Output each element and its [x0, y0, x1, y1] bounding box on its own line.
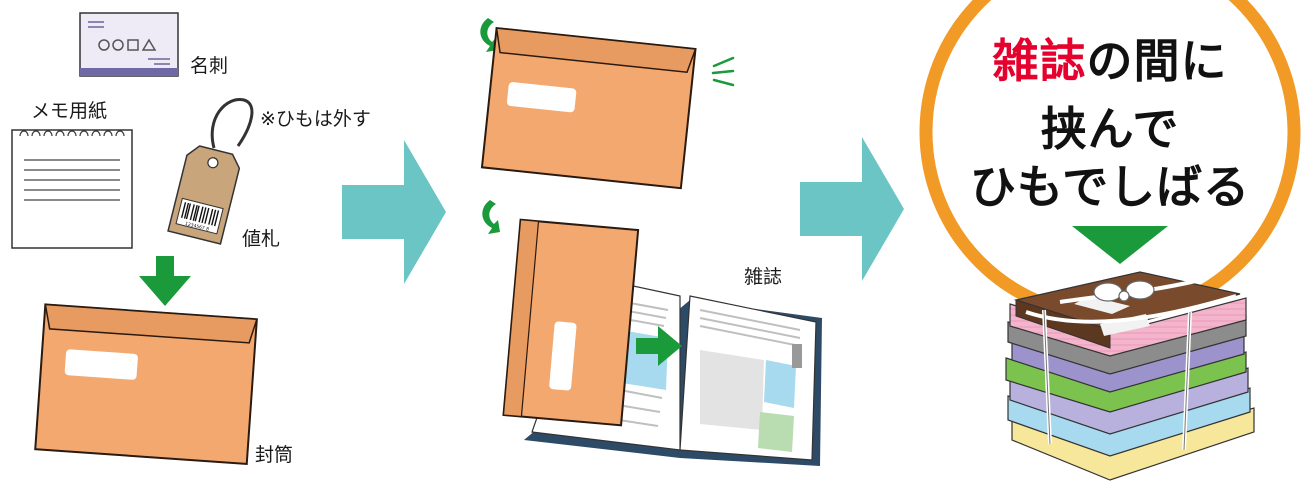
- label-remove-string-note: ※ひもは外す: [260, 110, 371, 129]
- magazine-stack-icon: [1006, 272, 1254, 480]
- envelope-flipped-icon: [482, 28, 696, 188]
- flow-arrow-1-icon: [342, 140, 446, 284]
- headline-line-2: 挟んで: [960, 106, 1260, 152]
- label-business-card: 名刺: [190, 57, 228, 76]
- motion-lines-icon: [713, 58, 733, 85]
- label-price-tag: 値札: [242, 230, 280, 249]
- headline-line-1-rest: の間に: [1087, 34, 1228, 88]
- label-envelope: 封筒: [255, 446, 293, 465]
- flow-arrow-2-icon: [800, 137, 904, 281]
- envelope-icon: [35, 305, 257, 464]
- headline-emphasis: 雑誌: [993, 34, 1087, 88]
- memo-pad-icon: [12, 130, 132, 248]
- rotate-arrow-2-icon: [482, 200, 500, 234]
- label-memo-paper: メモ用紙: [31, 102, 107, 121]
- headline-line-3: ひもでしばる: [960, 164, 1260, 210]
- headline-line-1: 雑誌の間に: [960, 38, 1260, 84]
- business-card-icon: [80, 13, 178, 76]
- price-tag-icon: 1234567 8: [168, 100, 252, 244]
- label-magazine: 雑誌: [744, 268, 782, 287]
- envelope-inserting-icon: [503, 220, 638, 426]
- down-arrow-icon: [139, 256, 191, 306]
